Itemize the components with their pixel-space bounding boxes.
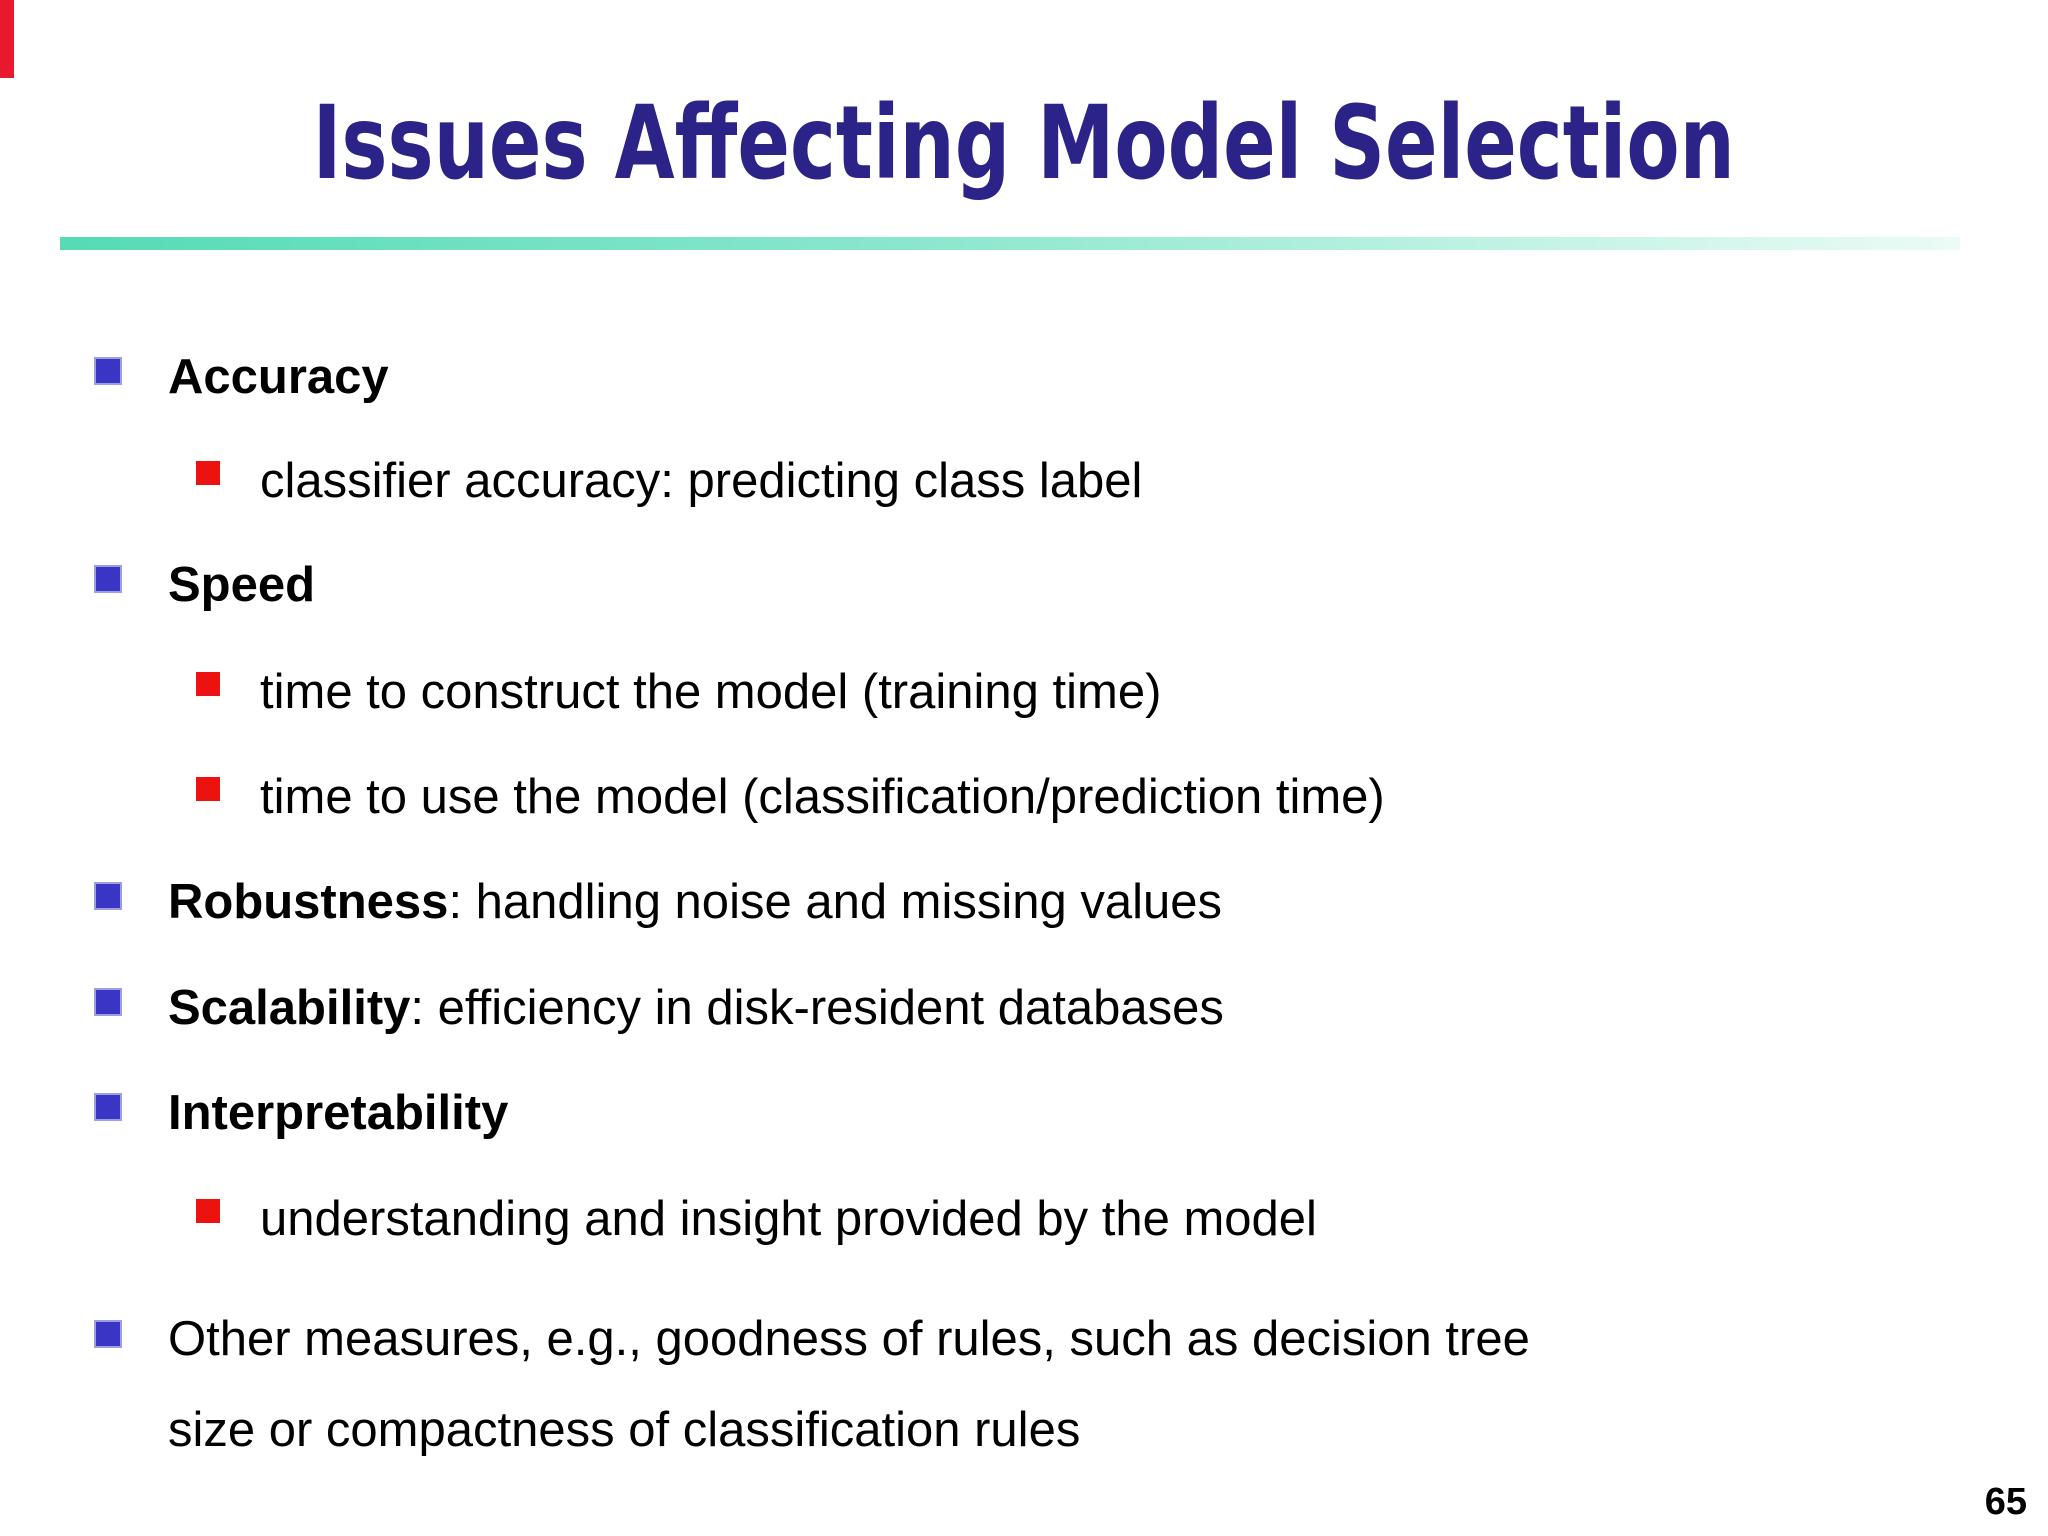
square-bullet-icon [94, 1093, 122, 1121]
bullet-item-accuracy: Accuracy [94, 341, 389, 413]
sub-bullet-item-understanding: understanding and insight provided by th… [196, 1183, 1317, 1255]
title-underline-rule [60, 237, 1960, 250]
square-bullet-icon [94, 882, 122, 910]
square-bullet-icon [94, 1320, 122, 1348]
square-sub-bullet-icon [196, 672, 220, 696]
page-number: 65 [1984, 1481, 2027, 1523]
bullet-text-rest: time to use the model (classification/pr… [260, 770, 1385, 824]
square-sub-bullet-icon [196, 777, 220, 801]
bullet-item-scalability: Scalability: efficiency in disk-resident… [94, 972, 1224, 1044]
bullet-text-rest: time to construct the model (training ti… [260, 665, 1162, 719]
square-bullet-icon [94, 565, 122, 593]
red-accent-bar [0, 0, 14, 78]
slide-title: Issues Affecting Model Selection [312, 84, 1736, 203]
square-bullet-icon [94, 988, 122, 1016]
sub-bullet-item-prediction-time: time to use the model (classification/pr… [196, 761, 1385, 833]
bullet-text-rest: : handling noise and missing values [448, 875, 1223, 929]
bullet-text-bold: Accuracy [168, 350, 389, 404]
square-sub-bullet-icon [196, 1199, 220, 1223]
square-sub-bullet-icon [196, 461, 220, 485]
bullet-text-rest: understanding and insight provided by th… [260, 1192, 1317, 1246]
bullet-item-speed: Speed [94, 549, 315, 621]
bullet-text: classifier accuracy: predicting class la… [260, 445, 1142, 517]
bullet-text: Speed [168, 549, 315, 621]
bullet-item-interpretability: Interpretability [94, 1077, 508, 1149]
bullet-text: time to use the model (classification/pr… [260, 761, 1385, 833]
bullet-text-bold: Speed [168, 558, 316, 612]
sub-bullet-item-classifier-accuracy: classifier accuracy: predicting class la… [196, 445, 1142, 517]
bullet-text-rest: : efficiency in disk-resident databases [410, 981, 1224, 1035]
bullet-text-bold: Interpretability [168, 1086, 509, 1140]
bullet-text: Interpretability [168, 1077, 508, 1149]
square-bullet-icon [94, 357, 122, 385]
bullet-text-bold: Scalability [168, 981, 411, 1035]
bullet-item-robustness: Robustness: handling noise and missing v… [94, 866, 1222, 938]
bullet-item-other-measures: Other measures, e.g., goodness of rules,… [94, 1294, 1530, 1476]
title-area: Issues Affecting Model Selection [0, 84, 2048, 203]
bullet-text-rest: Other measures, e.g., goodness of rules,… [168, 1312, 1530, 1457]
bullet-text-rest: classifier accuracy: predicting class la… [260, 454, 1143, 508]
bullet-text: understanding and insight provided by th… [260, 1183, 1317, 1255]
bullet-text: Robustness: handling noise and missing v… [168, 866, 1222, 938]
bullet-text: Accuracy [168, 341, 389, 413]
bullet-text: Scalability: efficiency in disk-resident… [168, 972, 1224, 1044]
sub-bullet-item-training-time: time to construct the model (training ti… [196, 656, 1161, 728]
bullet-text: time to construct the model (training ti… [260, 656, 1161, 728]
bullet-text: Other measures, e.g., goodness of rules,… [168, 1294, 1530, 1476]
bullet-text-bold: Robustness [168, 875, 449, 929]
